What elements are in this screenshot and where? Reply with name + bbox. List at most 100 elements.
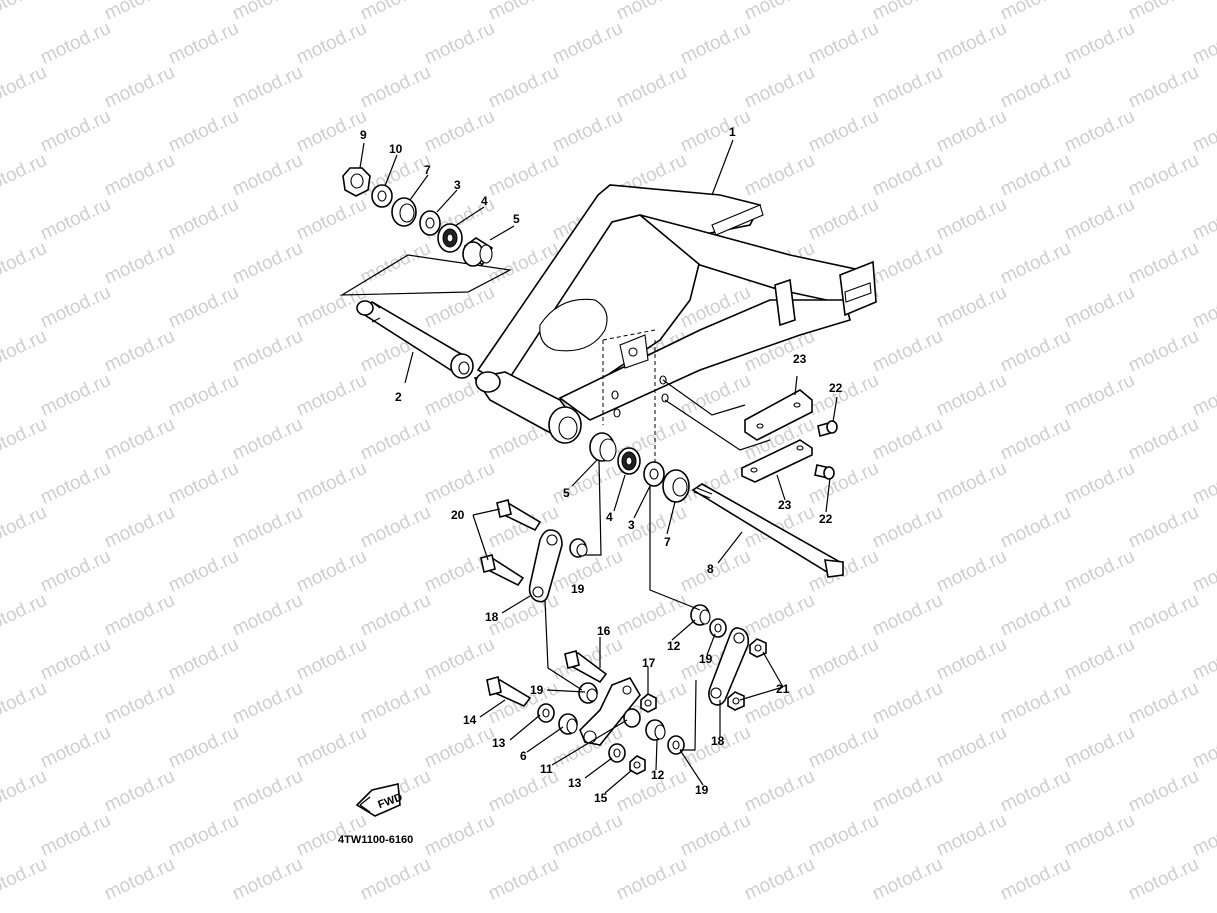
watermark-text: motod.ru bbox=[677, 106, 754, 157]
callout-20: 20 bbox=[451, 508, 465, 522]
watermark-text: motod.ru bbox=[421, 106, 498, 157]
watermark-text: motod.ru bbox=[1061, 194, 1138, 245]
callout-4-lower: 4 bbox=[606, 510, 613, 524]
watermark-text: motod.ru bbox=[1189, 722, 1217, 773]
watermark-text: motod.ru bbox=[805, 634, 882, 685]
callout-22-b: 22 bbox=[819, 512, 833, 526]
callout-9: 9 bbox=[360, 128, 367, 142]
watermark-text: motod.ru bbox=[37, 546, 114, 597]
watermark-text: motod.ru bbox=[485, 854, 562, 905]
watermark-text: motod.ru bbox=[165, 370, 242, 421]
watermark-text: motod.ru bbox=[165, 458, 242, 509]
relay-arm-part-11 bbox=[579, 677, 641, 746]
watermark-text: motod.ru bbox=[485, 0, 562, 25]
watermark-text: motod.ru bbox=[869, 326, 946, 377]
watermark-text: motod.ru bbox=[165, 18, 242, 69]
watermark-text: motod.ru bbox=[741, 766, 818, 817]
bearing-part-4-lower bbox=[617, 447, 641, 475]
callout-2: 2 bbox=[395, 390, 402, 404]
watermark-text: motod.ru bbox=[933, 194, 1010, 245]
watermark-text: motod.ru bbox=[869, 0, 946, 25]
watermark-text: motod.ru bbox=[933, 810, 1010, 861]
watermark-text: motod.ru bbox=[869, 854, 946, 905]
watermark-text: motod.ru bbox=[293, 634, 370, 685]
watermark-text: motod.ru bbox=[101, 766, 178, 817]
axle-part-8 bbox=[691, 483, 844, 578]
watermark-text: motod.ru bbox=[293, 458, 370, 509]
watermark-text: motod.ru bbox=[997, 590, 1074, 641]
collar-part-13-b bbox=[608, 743, 626, 763]
watermark-text: motod.ru bbox=[933, 282, 1010, 333]
watermark-text: motod.ru bbox=[229, 854, 306, 905]
pivot-shaft-part-2 bbox=[356, 300, 474, 379]
watermark-text: motod.ru bbox=[485, 62, 562, 113]
callout-18-a: 18 bbox=[485, 610, 499, 624]
collar-part-19-d bbox=[667, 735, 685, 755]
nut-part-15 bbox=[629, 755, 646, 775]
watermark-text: motod.ru bbox=[741, 590, 818, 641]
watermark-text: motod.ru bbox=[933, 722, 1010, 773]
watermark-text: motod.ru bbox=[1061, 546, 1138, 597]
watermark-text: motod.ru bbox=[101, 414, 178, 465]
watermark-text: motod.ru bbox=[293, 370, 370, 421]
watermark-text: motod.ru bbox=[357, 502, 434, 553]
collar-part-19-b bbox=[709, 618, 727, 638]
callout-3-lower: 3 bbox=[628, 518, 635, 532]
watermark-text: motod.ru bbox=[613, 62, 690, 113]
watermark-text: motod.ru bbox=[229, 590, 306, 641]
collar-part-7-lower bbox=[662, 469, 690, 503]
watermark-text: motod.ru bbox=[37, 458, 114, 509]
watermark-text: motod.ru bbox=[869, 502, 946, 553]
bolt-part-16 bbox=[564, 650, 608, 684]
watermark-text: motod.ru bbox=[0, 62, 50, 113]
watermark-text: motod.ru bbox=[805, 18, 882, 69]
watermark-text: motod.ru bbox=[997, 854, 1074, 905]
watermark-text: motod.ru bbox=[165, 194, 242, 245]
watermark-text: motod.ru bbox=[613, 502, 690, 553]
watermark-text: motod.ru bbox=[1125, 238, 1202, 289]
callout-3-top: 3 bbox=[454, 178, 461, 192]
watermark-text: motod.ru bbox=[165, 722, 242, 773]
watermark-text: motod.ru bbox=[0, 150, 50, 201]
nut-part-17 bbox=[640, 693, 657, 713]
watermark-text: motod.ru bbox=[229, 326, 306, 377]
watermark-text: motod.ru bbox=[421, 722, 498, 773]
watermark-text: motod.ru bbox=[101, 150, 178, 201]
watermark-text: motod.ru bbox=[1189, 18, 1217, 69]
watermark-text: motod.ru bbox=[485, 150, 562, 201]
watermark-text: motod.ru bbox=[421, 810, 498, 861]
watermark-text: motod.ru bbox=[357, 678, 434, 729]
watermark-text: motod.ru bbox=[37, 634, 114, 685]
watermark-text: motod.ru bbox=[37, 106, 114, 157]
watermark-text: motod.ru bbox=[549, 106, 626, 157]
watermark-text: motod.ru bbox=[549, 546, 626, 597]
watermark-text: motod.ru bbox=[1189, 810, 1217, 861]
watermark-text: motod.ru bbox=[1125, 678, 1202, 729]
watermark-text: motod.ru bbox=[37, 282, 114, 333]
collar-part-12-a bbox=[690, 604, 711, 626]
bracket-group-line bbox=[339, 254, 512, 296]
watermark-text: motod.ru bbox=[1125, 62, 1202, 113]
bushing-part-5-top bbox=[462, 237, 494, 267]
watermark-text: motod.ru bbox=[229, 766, 306, 817]
watermark-text: motod.ru bbox=[997, 326, 1074, 377]
watermark-text: motod.ru bbox=[805, 194, 882, 245]
watermark-text: motod.ru bbox=[357, 414, 434, 465]
link-part-18-right bbox=[708, 627, 750, 706]
watermark-text: motod.ru bbox=[421, 282, 498, 333]
callout-7-lower: 7 bbox=[664, 535, 671, 549]
watermark-text: motod.ru bbox=[229, 150, 306, 201]
watermark-text: motod.ru bbox=[0, 414, 50, 465]
watermark-text: motod.ru bbox=[805, 106, 882, 157]
collar-part-13-a bbox=[537, 703, 555, 723]
watermark-text: motod.ru bbox=[677, 370, 754, 421]
callout-10: 10 bbox=[389, 142, 403, 156]
bearing-part-4-top bbox=[437, 223, 463, 253]
nut-part-9 bbox=[342, 167, 371, 197]
callout-12-b: 12 bbox=[651, 768, 665, 782]
watermark-text: motod.ru bbox=[1125, 590, 1202, 641]
watermark-text: motod.ru bbox=[997, 414, 1074, 465]
bolt-part-20-lower bbox=[480, 554, 525, 587]
callout-19-d: 19 bbox=[695, 783, 709, 797]
